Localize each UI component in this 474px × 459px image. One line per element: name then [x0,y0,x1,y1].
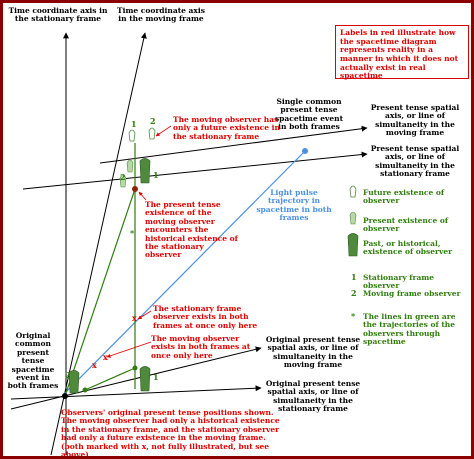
annotation-moving-future-only: The moving observer has only a future ex… [173,115,280,141]
moving-observer-trajectory [64,188,136,397]
marker-one-present: 1 [153,170,159,180]
original-axis-moving-label: Original present tense spatial axis, or … [265,335,361,370]
marker-one-original: 1 [153,372,159,382]
marker-two-original: 2 [65,370,71,380]
present-axis-moving-top [99,125,368,164]
future-observer-figures [128,127,156,142]
marker-two-present: 2 [120,172,126,182]
pointer-encounter [138,191,147,201]
legend-present-text: Present existence of observer [363,216,449,234]
common-event-origin-label: Original common present tense spacetime … [7,331,59,391]
marker-x-moving: x [103,352,108,362]
annotation-original-positions: Observers' original present tense positi… [61,408,280,459]
legend-future-text: Future existence of observer [363,188,445,206]
pointer-moving-future [155,125,172,137]
original-observer-link [84,367,136,391]
legend-number-2-icon: 2 [351,288,357,298]
note-box: Labels in red illustrate how the spaceti… [335,25,469,80]
original-axis-stationary-label: Original present tense spatial axis, or … [265,379,361,414]
spacetime-diagram [10,32,368,456]
legend-asterisk-icon: * [351,311,356,321]
encounter-event-dot [132,186,138,192]
past-observer-figures [68,158,151,394]
present-axis-stationary-label: Present tense spatial axis, or line of s… [370,144,460,179]
present-axis-moving-label: Present tense spatial axis, or line of s… [370,103,460,138]
light-pulse-trajectory [62,150,306,396]
common-event-top-dot [302,148,308,154]
annotation-moving-once: The moving observer exists in both frame… [151,334,251,360]
marker-star: * [130,228,135,238]
time-axis-stationary-label: Time coordinate axis in the stationary f… [8,6,108,24]
original-axis-moving [10,346,262,410]
legend-past-text: Past, or historical, existence of observ… [363,239,453,257]
pointer-stationary-once [137,310,152,320]
legend-trajectories-text: The lines in green are the trajectories … [363,312,456,347]
time-axis-moving-label: Time coordinate axis in the moving frame [117,6,205,24]
pointer-moving-once [106,341,152,358]
present-observer-figures [119,159,134,188]
marker-x-moving-original: x [92,360,97,370]
common-event-top-label: Single common present tense spacetime ev… [274,97,344,132]
light-pulse-label: Light pulse trajectory in spacetime in b… [256,188,332,223]
stationary-original-dot [82,387,88,393]
marker-x-stationary: x [132,313,137,323]
marker-two-future: 2 [150,116,156,126]
present-axis-stationary-top [22,151,368,190]
time-axis-moving [50,32,147,456]
legend-icons [347,185,359,257]
moving-original-dot [132,365,138,371]
common-event-origin-dot [62,393,68,399]
marker-one-future-a: 1 [131,119,137,129]
annotation-stationary-once: The stationary frame observer exists in … [153,304,258,330]
annotation-encounters-historical: The present tense existence of the movin… [145,200,238,260]
original-axis-stationary [10,385,262,400]
legend-number-1-icon: 1 [351,272,357,282]
legend-moving-text: Moving frame observer [363,289,461,298]
legend-stationary-text: Stationary frame observer [363,273,435,291]
